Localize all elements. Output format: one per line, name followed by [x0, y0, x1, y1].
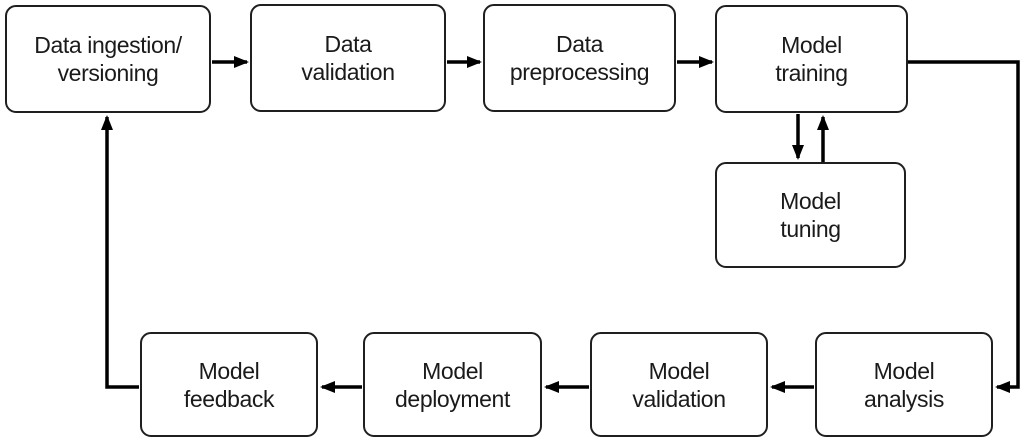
node-label-line: Model [780, 188, 841, 214]
node-label-line: Data [324, 31, 372, 57]
node-model-deployment: Model deployment [363, 332, 542, 437]
node-model-analysis: Model analysis [815, 332, 993, 437]
node-label-line: Model [648, 357, 710, 384]
node-label-line: training [775, 60, 848, 86]
node-label-line: validation [301, 59, 395, 85]
edge-feedback-to-ingestion-arrow [101, 115, 139, 389]
node-label-line: deployment [395, 385, 510, 412]
node-label-line: Data [556, 31, 603, 57]
node-label-line: versioning [57, 60, 159, 86]
node-label-line: analysis [864, 385, 944, 412]
node-label-line: Model [198, 357, 260, 384]
node-model-training: Model training [715, 5, 908, 113]
node-label-line: validation [632, 385, 726, 412]
node-label-line: Data ingestion/ [34, 32, 182, 58]
node-model-validation: Model validation [590, 332, 768, 437]
node-label-line: tuning [780, 216, 841, 242]
node-model-feedback: Model feedback [140, 332, 318, 437]
node-label-line: Model [422, 357, 483, 384]
node-label-line: Model [781, 32, 842, 58]
node-label-line: Model [873, 357, 935, 384]
node-data-ingestion-versioning: Data ingestion/ versioning [5, 5, 211, 113]
node-label-line: feedback [183, 385, 275, 412]
node-label-line: preprocessing [509, 59, 650, 85]
node-model-tuning: Model tuning [715, 162, 906, 268]
edge-training-to-analysis-arrow [908, 60, 1020, 393]
node-data-preprocessing: Data preprocessing [483, 4, 676, 112]
node-data-validation: Data validation [250, 4, 446, 112]
